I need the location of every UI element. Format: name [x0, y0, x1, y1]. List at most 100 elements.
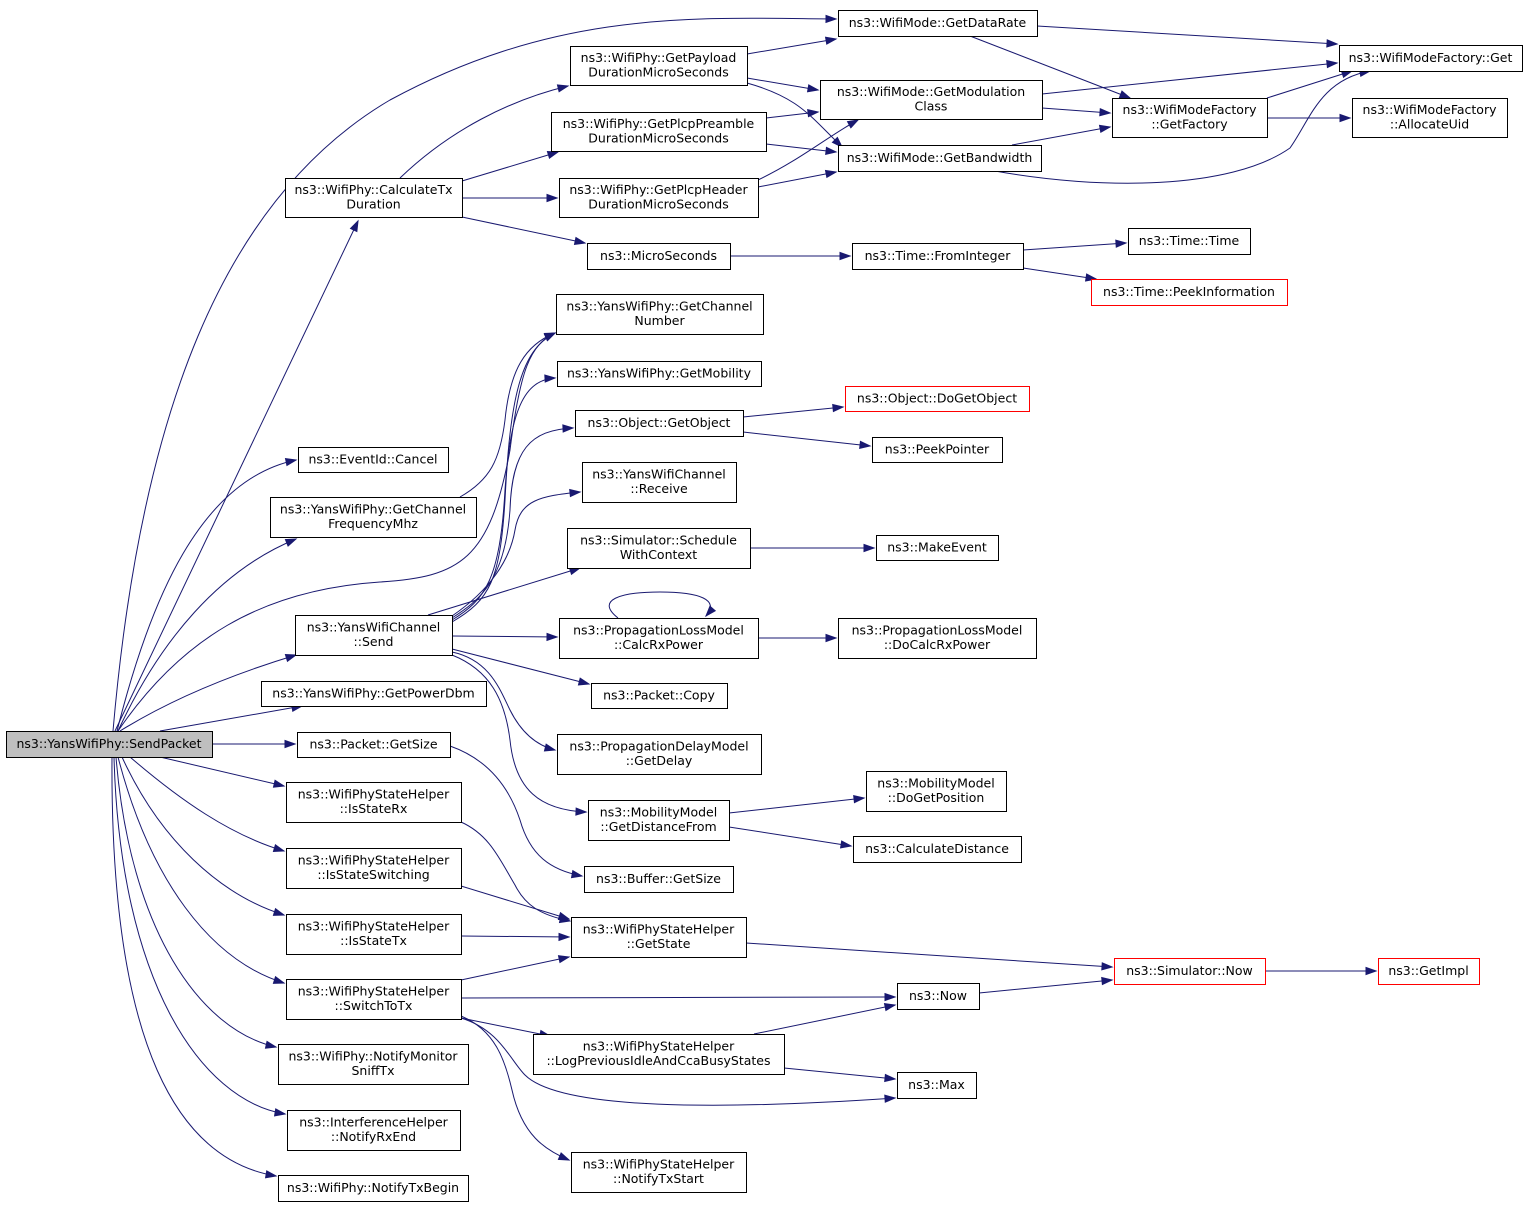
node-event-id-cancel[interactable]: ns3::EventId::Cancel [298, 447, 449, 473]
node-label: ::DoGetPosition [888, 790, 985, 805]
node-now[interactable]: ns3::Now [897, 983, 980, 1010]
arrow-head-icon [1099, 108, 1112, 117]
node-box [584, 866, 734, 893]
node-get-payload-duration[interactable]: ns3::WifiPhy::GetPayloadDurationMicroSec… [570, 46, 748, 86]
node-object-do-get-object[interactable]: ns3::Object::DoGetObject [845, 386, 1030, 412]
node-mobility-get-distance-from[interactable]: ns3::MobilityModel::GetDistanceFrom [588, 800, 730, 841]
node-label: ns3::Packet::GetSize [309, 736, 437, 751]
edge-get-state-to-simulator-now [745, 942, 1114, 971]
node-get-plcp-header-duration[interactable]: ns3::WifiPhy::GetPlcpHeaderDurationMicro… [559, 178, 759, 218]
node-notify-tx-begin[interactable]: ns3::WifiPhy::NotifyTxBegin [278, 1175, 469, 1202]
node-switch-to-tx[interactable]: ns3::WifiPhyStateHelper::SwitchToTx [286, 979, 462, 1020]
arrow-head-icon [556, 84, 570, 93]
node-label: ::Send [354, 634, 394, 649]
edge-calc-rx-power-to-do-calc-rx-power [758, 633, 838, 643]
edge-line [111, 756, 277, 1177]
arrow-head-icon [824, 36, 838, 45]
node-get-plcp-preamble-duration[interactable]: ns3::WifiPhy::GetPlcpPreambleDurationMic… [551, 112, 767, 152]
node-yans-wifi-channel-receive[interactable]: ns3::YansWifiChannel::Receive [582, 462, 737, 503]
node-get-impl[interactable]: ns3::GetImpl [1378, 958, 1480, 985]
node-box [1112, 98, 1268, 138]
node-packet-get-size[interactable]: ns3::Packet::GetSize [297, 732, 451, 758]
node-label: ns3::EventId::Cancel [308, 451, 437, 466]
edge-get-plcp-header-duration-to-get-modulation-class [757, 119, 860, 181]
node-label: ns3::Object::DoGetObject [857, 390, 1017, 405]
node-simulator-now[interactable]: ns3::Simulator::Now [1114, 958, 1266, 985]
edge-line [460, 1015, 570, 1161]
edge-get-plcp-preamble-duration-to-get-bandwidth [765, 143, 838, 155]
node-box [872, 437, 1003, 463]
node-box [853, 836, 1022, 863]
node-label: ns3::WifiPhy::NotifyTxBegin [287, 1180, 459, 1195]
node-get-bandwidth[interactable]: ns3::WifiMode::GetBandwidth [838, 145, 1042, 172]
node-object-get-object[interactable]: ns3::Object::GetObject [575, 410, 744, 437]
edge-wifi-mode-factory-get-factory-to-wifi-mode-factory-get [1266, 70, 1354, 99]
node-box [278, 1044, 469, 1085]
node-make-event[interactable]: ns3::MakeEvent [876, 535, 999, 561]
node-wifi-mode-factory-get[interactable]: ns3::WifiModeFactory::Get [1339, 45, 1523, 72]
edge-line [746, 38, 837, 55]
edge-get-channel-frequency-mhz-to-get-channel-number [459, 332, 557, 498]
node-label: ns3::WifiModeFactory [1363, 102, 1498, 117]
edge-line [159, 705, 303, 732]
node-time-from-integer[interactable]: ns3::Time::FromInteger [852, 243, 1024, 270]
node-buffer-get-size[interactable]: ns3::Buffer::GetSize [584, 866, 734, 893]
node-get-mobility[interactable]: ns3::YansWifiPhy::GetMobility [557, 361, 762, 387]
arrow-head-icon [839, 840, 853, 849]
edge-line [451, 651, 556, 751]
node-label: ns3::WifiPhyStateHelper [583, 1157, 735, 1172]
node-propagation-delay-get-delay[interactable]: ns3::PropagationDelayModel::GetDelay [557, 734, 762, 775]
node-is-state-rx[interactable]: ns3::WifiPhyStateHelper::IsStateRx [286, 782, 462, 823]
node-notify-rx-end[interactable]: ns3::InterferenceHelper::NotifyRxEnd [287, 1110, 461, 1151]
node-do-calc-rx-power[interactable]: ns3::PropagationLossModel::DoCalcRxPower [838, 618, 1037, 659]
node-label: ns3::WifiPhyStateHelper [583, 922, 735, 937]
node-calc-rx-power[interactable]: ns3::PropagationLossModel::CalcRxPower [559, 618, 759, 659]
node-time-peek-information[interactable]: ns3::Time::PeekInformation [1091, 279, 1288, 306]
node-box [1339, 45, 1523, 72]
node-box [286, 848, 462, 889]
node-get-power-dbm[interactable]: ns3::YansWifiPhy::GetPowerDbm [261, 681, 487, 707]
edge-get-modulation-class-to-wifi-mode-factory-get-factory [1041, 107, 1112, 117]
node-time-time[interactable]: ns3::Time::Time [1128, 228, 1251, 255]
node-label: ns3::WifiPhyStateHelper [298, 984, 450, 999]
edge-yans-wifi-channel-send-to-schedule-with-context [427, 567, 582, 616]
node-mobility-do-get-position[interactable]: ns3::MobilityModel::DoGetPosition [866, 771, 1007, 812]
node-is-state-tx[interactable]: ns3::WifiPhyStateHelper::IsStateTx [286, 914, 462, 955]
node-micro-seconds[interactable]: ns3::MicroSeconds [587, 243, 731, 270]
node-calculate-distance[interactable]: ns3::CalculateDistance [853, 836, 1022, 863]
edge-yans-wifi-channel-send-to-object-get-object [451, 424, 575, 619]
node-yans-wifi-channel-send[interactable]: ns3::YansWifiChannel::Send [295, 615, 453, 656]
node-packet-copy[interactable]: ns3::Packet::Copy [591, 683, 728, 709]
node-wifi-mode-factory-get-factory[interactable]: ns3::WifiModeFactory::GetFactory [1112, 98, 1268, 138]
edge-line [129, 756, 285, 852]
edge-line [117, 332, 556, 732]
node-wifi-mode-factory-allocate-uid[interactable]: ns3::WifiModeFactory::AllocateUid [1352, 98, 1508, 138]
node-box [556, 294, 764, 335]
node-box [286, 914, 462, 955]
node-label: ::AllocateUid [1390, 117, 1469, 132]
node-max[interactable]: ns3::Max [897, 1072, 977, 1099]
edge-calc-rx-power-to-calc-rx-power [608, 591, 717, 619]
node-log-previous-idle[interactable]: ns3::WifiPhyStateHelper::LogPreviousIdle… [533, 1034, 785, 1075]
edge-line [753, 1004, 896, 1035]
node-is-state-switching[interactable]: ns3::WifiPhyStateHelper::IsStateSwitchin… [286, 848, 462, 889]
node-peek-pointer[interactable]: ns3::PeekPointer [872, 437, 1003, 463]
edge-get-plcp-preamble-duration-to-get-modulation-class [765, 109, 820, 119]
node-notify-tx-start[interactable]: ns3::WifiPhyStateHelper::NotifyTxStart [571, 1152, 747, 1193]
arrow-head-icon [546, 151, 560, 160]
node-label: ns3::YansWifiPhy::GetPowerDbm [272, 685, 474, 700]
node-box [838, 145, 1042, 172]
node-box [551, 112, 767, 152]
node-get-state[interactable]: ns3::WifiPhyStateHelper::GetState [571, 917, 747, 958]
node-send-packet[interactable]: ns3::YansWifiPhy::SendPacket [6, 731, 213, 758]
node-label: ns3::YansWifiPhy::GetMobility [567, 365, 752, 380]
edge-line [1266, 70, 1353, 99]
node-get-data-rate[interactable]: ns3::WifiMode::GetDataRate [838, 10, 1038, 37]
arrow-head-icon [272, 779, 286, 788]
